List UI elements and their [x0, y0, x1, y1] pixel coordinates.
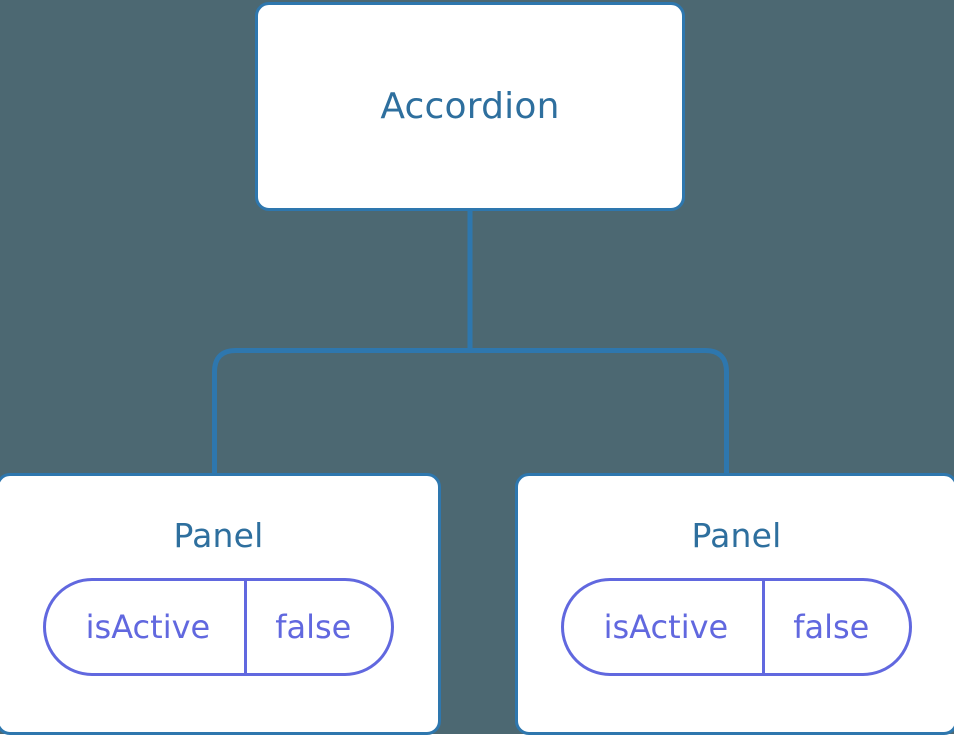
- node-accordion-label: Accordion: [380, 85, 560, 127]
- node-panel-1-label: Panel: [173, 516, 264, 555]
- prop-pill-panel-1-isactive[interactable]: isActive false: [42, 578, 395, 677]
- node-accordion[interactable]: Accordion: [255, 2, 685, 211]
- node-panel-2-label: Panel: [691, 516, 782, 555]
- prop-key: isActive: [603, 608, 729, 647]
- node-panel-2[interactable]: Panel isActive false: [515, 473, 954, 735]
- prop-pill-panel-2-isactive[interactable]: isActive false: [560, 578, 913, 677]
- prop-value: false: [244, 581, 391, 674]
- node-panel-1[interactable]: Panel isActive false: [0, 473, 441, 735]
- prop-value: false: [762, 581, 909, 674]
- prop-key: isActive: [85, 608, 211, 647]
- edge-branch-bar: [212, 348, 729, 478]
